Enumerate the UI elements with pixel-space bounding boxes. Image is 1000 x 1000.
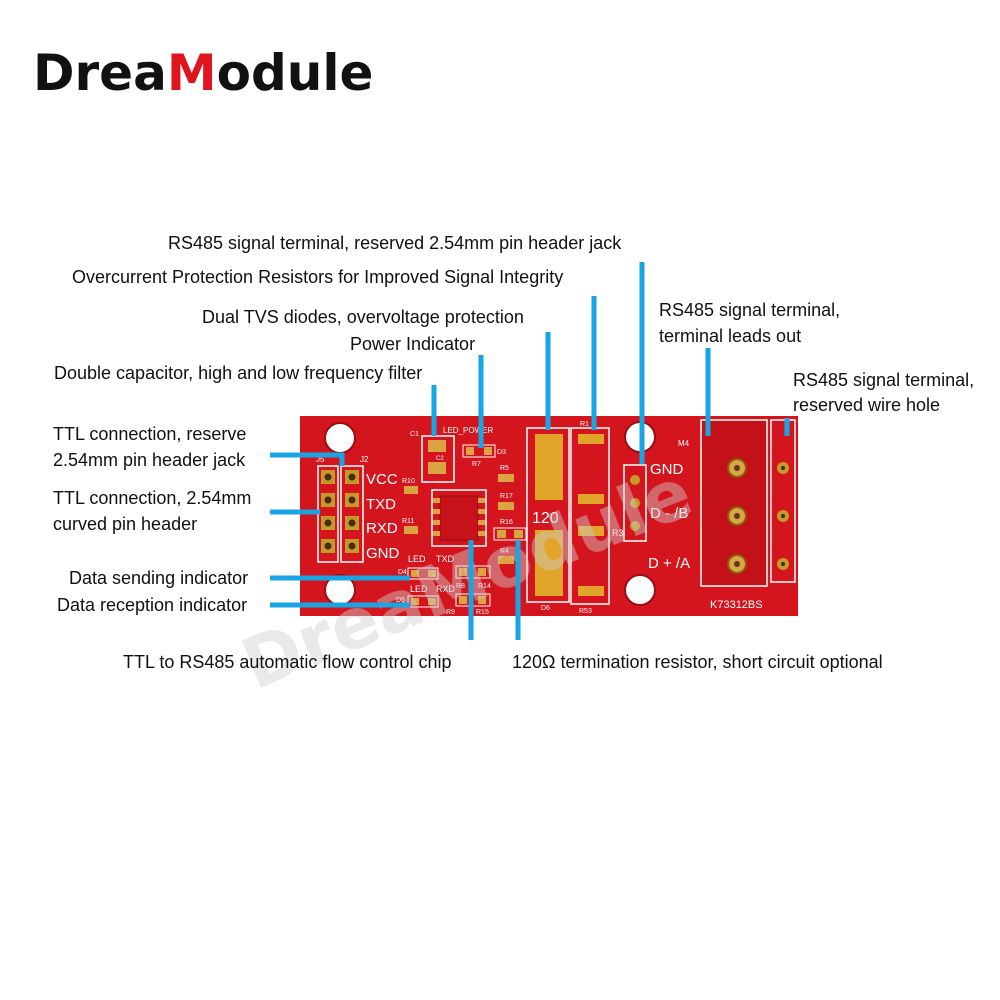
brand-logo: DreaModule [33, 44, 373, 102]
silk-led-tx: LED [408, 554, 426, 564]
j2-pins [345, 470, 359, 553]
silk-c1: C1 [410, 431, 419, 438]
silk-txd: TXD [366, 496, 396, 513]
label-overcurrent: Overcurrent Protection Resistors for Imp… [72, 267, 563, 287]
tvs-diode-1 [535, 434, 563, 500]
tvs-diode-2 [535, 530, 563, 596]
label-tvs: Dual TVS diodes, overvoltage protection [202, 307, 524, 327]
silk-txd-small: TXD [436, 554, 455, 564]
label-ttl-curved-line2: curved pin header [53, 514, 197, 534]
label-data-reception: Data reception indicator [57, 595, 247, 615]
silk-rxd: RXD [366, 520, 398, 537]
svg-text:D6: D6 [541, 605, 550, 612]
smd-resistors: R10 R11 R5 R17 R16 R4 [402, 465, 514, 564]
silk-gnd: GND [366, 545, 400, 562]
label-capacitor: Double capacitor, high and low frequency… [54, 363, 422, 383]
svg-text:R16: R16 [500, 519, 513, 526]
svg-text:R9: R9 [446, 609, 455, 616]
overcurrent-resistors: R1 R53 R3 [570, 421, 624, 615]
j2-outline [340, 465, 364, 563]
label-rs485-hole-line1: RS485 signal terminal, [793, 370, 974, 390]
termination-jumper [493, 527, 527, 541]
silk-vcc: VCC [366, 471, 398, 488]
filter-capacitors: C1 C2 [410, 431, 455, 483]
svg-text:R53: R53 [579, 608, 592, 615]
callout-labels: RS485 signal terminal, reserved 2.54mm p… [53, 233, 974, 672]
svg-text:M4: M4 [678, 439, 690, 448]
silk-led-power: LED_POWER [443, 426, 493, 435]
silk-120: 120 [532, 510, 559, 527]
mounting-hole [324, 422, 356, 454]
svg-text:R8: R8 [456, 583, 465, 590]
leader-lines [270, 262, 790, 640]
silk-c2: C2 [436, 456, 444, 462]
silk-rxd-small: RXD [436, 584, 456, 594]
label-data-sending: Data sending indicator [69, 568, 248, 588]
silk-part-number: K73312BS [710, 599, 763, 611]
capacitor-c1 [428, 440, 446, 452]
label-ttl-jack-line1: TTL connection, reserve [53, 424, 246, 444]
silk-term-b: D - /B [650, 505, 688, 522]
label-ttl-jack-line2: 2.54mm pin header jack [53, 450, 246, 470]
silk-term-gnd: GND [650, 461, 684, 478]
label-rs485-jack: RS485 signal terminal, reserved 2.54mm p… [168, 233, 622, 253]
silk-led-rx: LED [410, 584, 428, 594]
rs485-pin-header: GND D - /B D + /A [623, 461, 690, 572]
svg-text:D4: D4 [398, 569, 407, 576]
label-power-indicator: Power Indicator [350, 334, 475, 354]
svg-text:R3: R3 [612, 528, 624, 538]
tvs-diodes: 120 D6 [526, 427, 570, 612]
reserved-wire-holes [770, 419, 796, 583]
chip-body [439, 495, 479, 541]
silk-r7: R7 [472, 461, 481, 468]
screw-terminal: M4 K73312BS [678, 419, 768, 611]
j5-pins [321, 470, 335, 553]
silk-j2: J2 [360, 455, 369, 464]
svg-text:R4: R4 [500, 548, 509, 555]
svg-text:D5: D5 [396, 597, 405, 604]
silk-d3: D3 [497, 449, 506, 456]
svg-text:R11: R11 [402, 518, 414, 525]
label-rs485-leads-line2: terminal leads out [659, 326, 801, 346]
capacitor-c2 [428, 462, 446, 474]
label-flow-control-chip: TTL to RS485 automatic flow control chip [123, 652, 451, 672]
label-rs485-hole-line2: reserved wire hole [793, 395, 940, 415]
svg-text:R17: R17 [500, 493, 513, 500]
label-ttl-curved-line1: TTL connection, 2.54mm [53, 488, 251, 508]
silk-j5: J5 [316, 455, 325, 464]
label-rs485-leads-line1: RS485 signal terminal, [659, 300, 840, 320]
flow-control-chip [431, 489, 487, 547]
svg-text:R15: R15 [476, 609, 489, 616]
svg-text:R5: R5 [500, 465, 509, 472]
silk-term-a: D + /A [648, 555, 690, 572]
mounting-hole [624, 574, 656, 606]
rs485-module-board: J5 J2 VCC TXD RXD GND C1 C2 LED_POWER D3… [300, 416, 798, 616]
leader-ttl-jack [270, 452, 345, 466]
ttl-pin-headers: J5 J2 VCC TXD RXD GND [316, 455, 400, 563]
svg-text:R10: R10 [402, 478, 415, 485]
label-termination-resistor: 120Ω termination resistor, short circuit… [512, 652, 883, 672]
svg-text:R1: R1 [580, 421, 589, 428]
svg-text:R14: R14 [478, 583, 491, 590]
